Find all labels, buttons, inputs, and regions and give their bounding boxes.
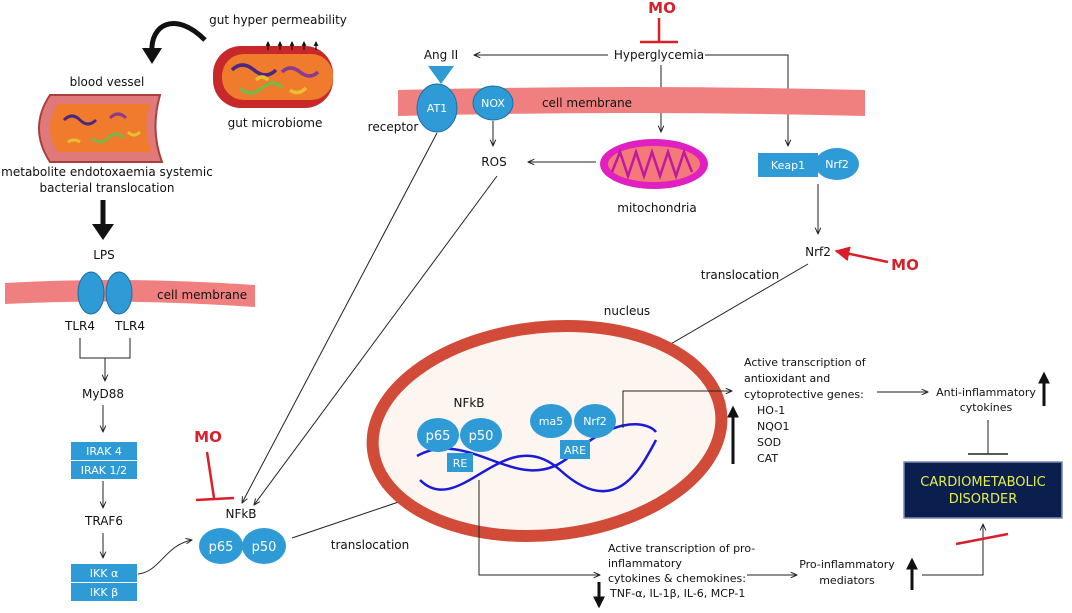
are-box [560, 440, 590, 459]
nrf2-nucleus-label: Nrf2 [583, 415, 607, 428]
ikka-label: IKK α [90, 567, 118, 580]
translocation-bottom-label: translocation [331, 538, 409, 552]
ikka-box [71, 564, 137, 582]
re-box [447, 453, 473, 472]
active-pro-line1: Active transcription of pro- [608, 542, 755, 555]
p50-cyto [242, 528, 286, 564]
nox-protein [472, 85, 514, 121]
thick-arrow-head [92, 224, 114, 240]
p50-nucleus-label: p50 [469, 429, 494, 444]
active-anti-line2: antioxidant and [744, 372, 830, 385]
cardio-line2: DISORDER [949, 492, 1018, 507]
dna-strand-2 [419, 439, 658, 493]
nrf2-label: Nrf2 [805, 245, 831, 259]
permeability-arrows [265, 41, 319, 50]
active-pro-line4: TNF-α, IL-1β, IL-6, MCP-1 [609, 587, 745, 600]
curved-arrow [149, 21, 207, 53]
active-anti-line3: cytoprotective genes: [744, 388, 864, 401]
receptor-label: receptor [368, 120, 419, 134]
are-label: ARE [564, 444, 586, 457]
pro-mediators-line2: mediators [819, 574, 875, 587]
gene-nqo1: NQO1 [757, 420, 790, 433]
gene-ho1: HO-1 [757, 404, 785, 417]
active-anti-line1: Active transcription of [744, 356, 867, 369]
ang2-label: Ang II [424, 48, 458, 62]
maf-label: ma5 [539, 415, 563, 428]
ikkb-label: IKK β [90, 586, 118, 599]
mitochondria-icon [600, 139, 708, 189]
mo-nfkb-label: MO [194, 428, 222, 446]
p65-nucleus-label: p65 [426, 429, 451, 444]
pro-mediators-line1: Pro-inflammatory [799, 558, 895, 571]
tlr4-left-label: TLR4 [64, 319, 95, 333]
p65-cyto [199, 528, 243, 564]
mitochondria-label: mitochondria [617, 201, 696, 215]
lps-label: LPS [93, 248, 115, 262]
gene-sod: SOD [757, 436, 781, 449]
active-pro-line3: cytokines & chemokines: [608, 572, 746, 585]
cell-membrane-top-label: cell membrane [542, 96, 632, 110]
mo-block-cardio [955, 532, 1009, 546]
maf-protein [530, 404, 572, 438]
mo-inhibit-line [205, 451, 216, 499]
anti-inflam-line2: cytokines [960, 401, 1013, 414]
translocation-top-label: translocation [701, 268, 779, 282]
at1-receptor [416, 83, 458, 133]
nfkb-nucleus-label: NFkB [453, 396, 484, 410]
nucleus-label: nucleus [604, 304, 650, 318]
active-pro-line2: inflammatory [608, 557, 682, 570]
blood-vessel-icon [38, 94, 164, 163]
traf6-label: TRAF6 [84, 514, 123, 528]
keap1-label: Keap1 [771, 159, 805, 172]
dna-strand-1 [416, 422, 657, 472]
blood-vessel-label: blood vessel [70, 75, 145, 89]
mo-nrf2-label: MO [891, 256, 919, 274]
p65-cyto-label: p65 [209, 540, 234, 555]
nfkb-cyto-label: NFkB [225, 507, 256, 521]
tlr4-receptor-right [105, 271, 133, 315]
tlr4-right-label: TLR4 [114, 319, 145, 333]
nrf2-complex-label: Nrf2 [825, 158, 849, 171]
cell-membrane-top [398, 87, 865, 116]
nrf2-complex [815, 148, 859, 180]
irak12-box [71, 461, 137, 479]
p50-cyto-label: p50 [252, 540, 277, 555]
mo-top-label: MO [648, 0, 676, 17]
keap1-box [758, 153, 818, 177]
ang2-triangle [428, 66, 454, 84]
nrf2-nucleus [574, 404, 616, 438]
tlr4-receptor-left [77, 271, 105, 315]
nox-label: NOX [481, 97, 505, 110]
metabolite-label: metabolite endotoxaemia systemic [1, 165, 213, 179]
at1-label: AT1 [427, 102, 447, 115]
p65-nucleus [417, 418, 459, 452]
re-label: RE [453, 457, 468, 470]
irak4-label: IRAK 4 [86, 445, 122, 458]
irak12-label: IRAK 1/2 [81, 464, 127, 477]
cell-membrane-left-label: cell membrane [157, 288, 247, 302]
cardio-line1: CARDIOMETABOLIC [920, 475, 1045, 490]
gut-microbiome-label: gut microbiome [228, 116, 323, 130]
gut-permeability-label: gut hyper permeability [209, 13, 347, 27]
bacterial-translocation-label: bacterial translocation [40, 181, 175, 195]
myd88-label: MyD88 [82, 387, 124, 401]
curved-arrow-head [142, 48, 162, 64]
hyperglycemia-label: Hyperglycemia [614, 48, 704, 62]
cardiometabolic-box [903, 461, 1063, 519]
p50-nucleus [460, 418, 502, 452]
ikkb-box [71, 583, 137, 601]
anti-inflam-line1: Anti-inflammatory [936, 386, 1036, 399]
ros-label: ROS [481, 155, 506, 169]
mo-nrf2-arrow [834, 246, 889, 264]
gut-icon [213, 46, 333, 108]
irak4-box [71, 442, 137, 460]
mo-inhibit-bar [195, 496, 235, 502]
gene-cat: CAT [757, 452, 778, 465]
